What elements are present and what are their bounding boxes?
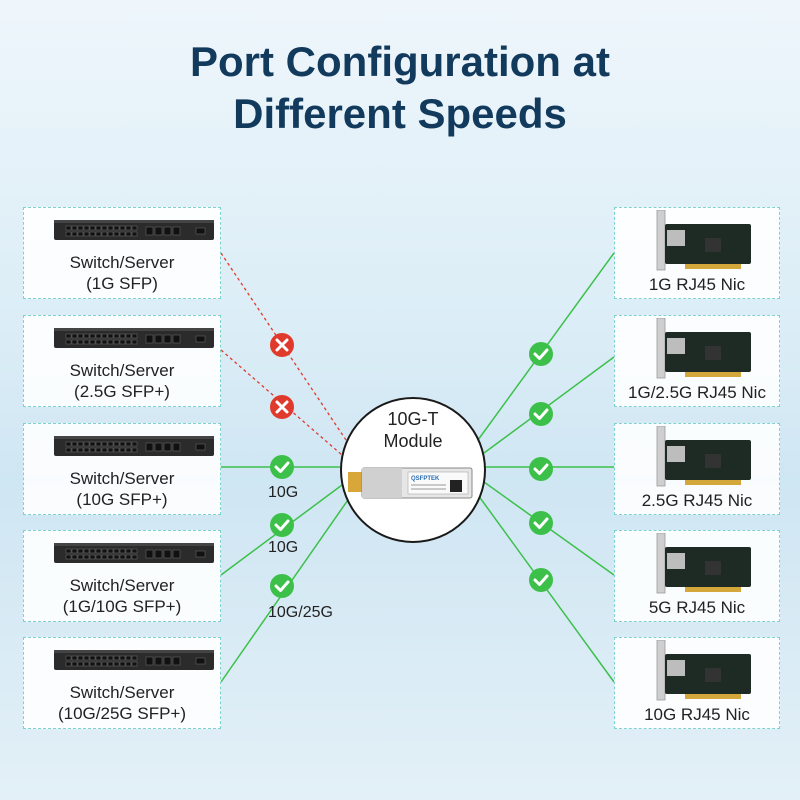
switch-label-line-1: Switch/Server [69,253,175,272]
nic-card-1: 1G RJ45 Nic [614,207,780,299]
nic-card-4: 5G RJ45 Nic [614,530,780,622]
switch-label-line-2: (1G/10G SFP+) [62,597,182,616]
nic-label: 1G/2.5G RJ45 Nic [628,383,766,402]
switch-label: Switch/Server (10G SFP+) [24,468,220,510]
speed-label: 10G/25G [268,604,333,621]
module-brand-label: QSFPTEK [411,476,440,482]
switch-image [54,328,214,348]
nic-card-3: 2.5G RJ45 Nic [614,423,780,515]
switch-card-3: Switch/Server (10G SFP+) [23,423,221,515]
nic-label: 1G RJ45 Nic [648,275,746,294]
switch-label-line-1: Switch/Server [69,683,175,702]
switch-image [54,543,214,563]
check-icon [270,513,294,537]
sfp-module-image: QSFPTEK [348,467,473,499]
line-nic-2 [483,356,615,454]
cross-icon [270,395,294,419]
nic-image [656,210,751,271]
nic-label: 10G RJ45 Nic [644,705,750,724]
switch-image [54,650,214,670]
switch-label-line-2: (10G/25G SFP+) [57,704,187,723]
switch-label-line-1: Switch/Server [69,361,175,380]
check-icon [270,574,294,598]
switch-label: Switch/Server (2.5G SFP+) [24,360,220,402]
module-label-line-2: Module [383,431,443,451]
switch-label-line-2: (10G SFP+) [76,490,168,509]
speed-label: 10G [268,539,299,556]
speed-label: 10G [268,484,299,501]
nic-image [656,426,751,487]
switch-label-line-2: (2.5G SFP+) [74,382,170,401]
nic-card-2: 1G/2.5G RJ45 Nic [614,315,780,407]
switch-label: Switch/Server (1G/10G SFP+) [24,575,220,617]
check-icon [529,568,553,592]
switch-image [54,220,214,240]
nic-image [656,533,751,594]
module-label-line-1: 10G-T [387,409,439,429]
check-icon [270,455,294,479]
title-line-2: Different Speeds [233,90,567,137]
nic-label: 5G RJ45 Nic [648,598,746,617]
check-icon [529,457,553,481]
nic-label: 2.5G RJ45 Nic [641,491,753,510]
nic-image [656,640,751,701]
page-title: Port Configuration at Different Speeds [0,36,800,140]
check-icon [529,402,553,426]
nic-card-5: 10G RJ45 Nic [614,637,780,729]
check-icon [529,511,553,535]
switch-label-line-1: Switch/Server [69,469,175,488]
title-line-1: Port Configuration at [190,38,610,85]
switch-card-1: Switch/Server (1G SFP) [23,207,221,299]
switch-image [54,436,214,456]
module-label: 10G-T Module [340,408,486,452]
switch-label: Switch/Server (1G SFP) [24,252,220,294]
check-icon [529,342,553,366]
switch-card-5: Switch/Server (10G/25G SFP+) [23,637,221,729]
switch-card-2: Switch/Server (2.5G SFP+) [23,315,221,407]
nic-image [656,318,751,379]
switch-label-line-1: Switch/Server [69,576,175,595]
cross-icon [270,333,294,357]
switch-label-line-2: (1G SFP) [86,274,158,293]
switch-label: Switch/Server (10G/25G SFP+) [24,682,220,724]
switch-card-4: Switch/Server (1G/10G SFP+) [23,530,221,622]
